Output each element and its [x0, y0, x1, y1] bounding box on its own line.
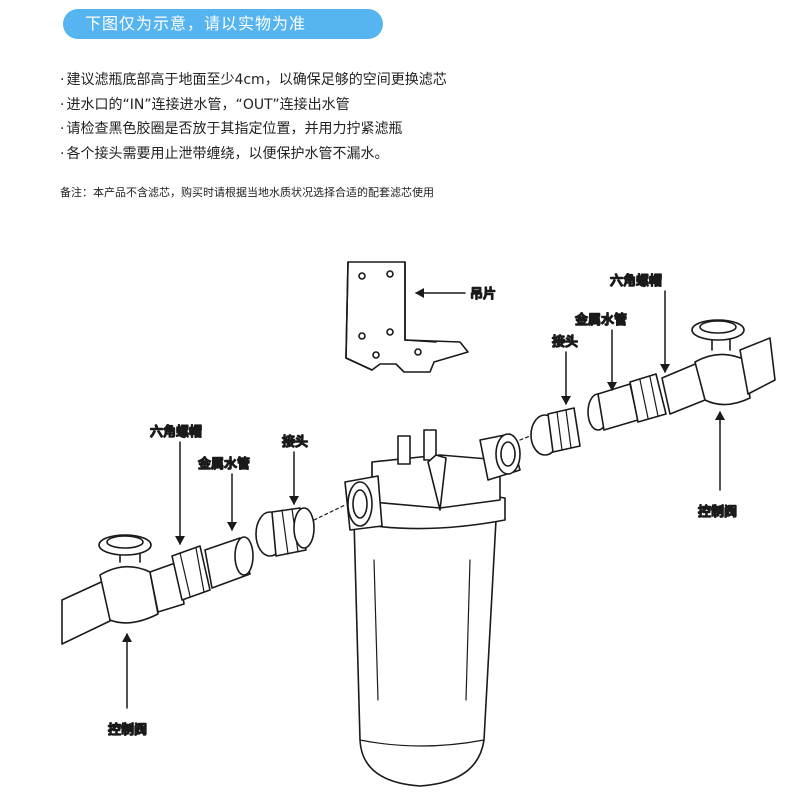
note-item: 进水口的“IN”连接进水管，“OUT”连接出水管	[60, 93, 760, 118]
connector-left-label: 接头	[282, 434, 308, 450]
installation-notes: 建议滤瓶底部高于地面至少4cm，以确保足够的空间更换滤芯 进水口的“IN”连接进…	[60, 68, 760, 166]
valve-left-label: 控制阀	[108, 723, 147, 738]
filter-housing	[344, 429, 521, 787]
hex-nut-right-label: 六角螺帽	[610, 273, 662, 289]
remark-text: 备注：本产品不含滤芯，购买时请根据当地水质状况选择合适的配套滤芯使用	[60, 186, 434, 199]
right-pipe-assembly	[519, 319, 776, 456]
note-item: 建议滤瓶底部高于地面至少4cm，以确保足够的空间更换滤芯	[60, 68, 760, 93]
connector-right-label: 接头	[552, 334, 578, 350]
metal-pipe-left-label: 金属水管	[198, 456, 250, 472]
notice-banner: 下图仅为示意，请以实物为准	[63, 9, 383, 39]
bracket-label: 吊片	[470, 287, 496, 302]
callout-arrows	[122, 288, 725, 709]
left-pipe-assembly	[61, 504, 346, 645]
valve-right-label: 控制阀	[698, 505, 737, 520]
hex-nut-left-label: 六角螺帽	[150, 424, 202, 440]
mounting-bracket	[345, 261, 469, 373]
note-item: 各个接头需要用止泄带缠绕，以便保护水管不漏水。	[60, 142, 760, 167]
metal-pipe-right-label: 金属水管	[575, 312, 627, 328]
note-item: 请检查黑色胶圈是否放于其指定位置，并用力拧紧滤瓶	[60, 117, 760, 142]
